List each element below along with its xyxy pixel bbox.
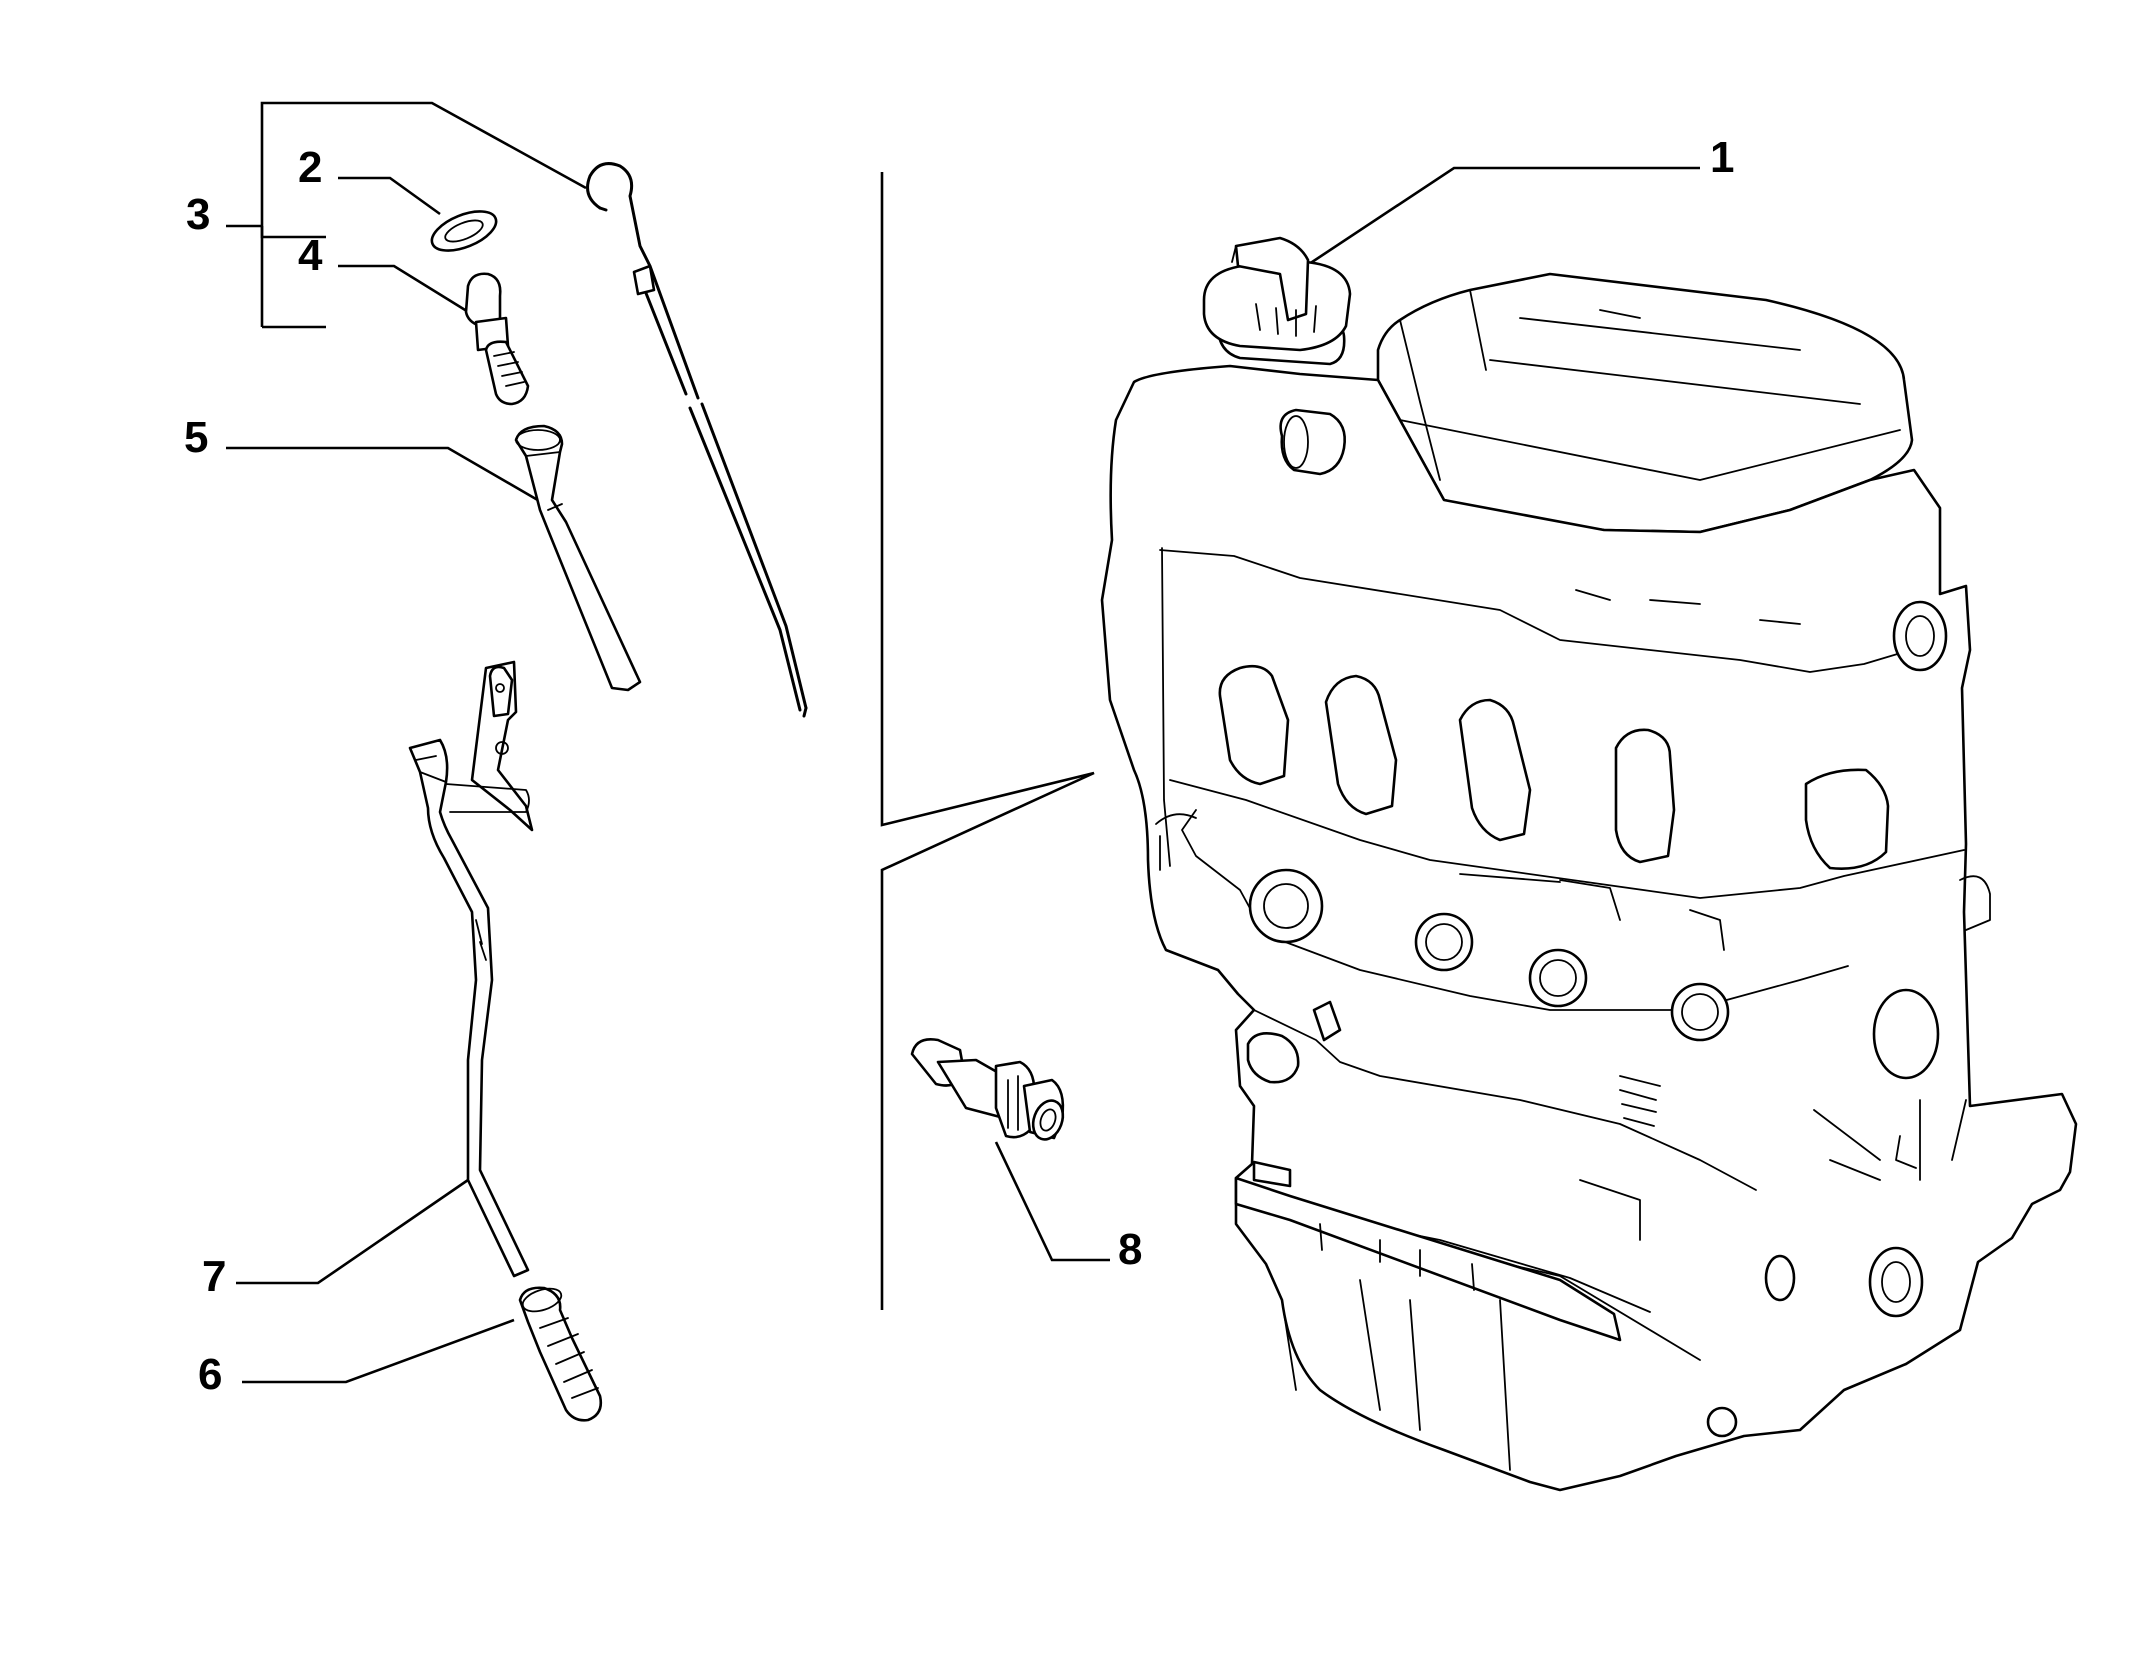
engine-block-icon — [1100, 272, 2078, 1492]
dipstick-guide-tube-icon — [514, 424, 642, 692]
callout-6: 6 — [198, 1350, 222, 1399]
callout-4: 4 — [298, 231, 323, 280]
callout-7: 7 — [202, 1252, 226, 1301]
plug-icon — [464, 272, 530, 406]
callout-2: 2 — [298, 143, 322, 192]
callout-8: 8 — [1118, 1225, 1142, 1274]
bushing-icon — [518, 1286, 603, 1422]
callout-5: 5 — [184, 413, 208, 462]
leader-lines — [226, 101, 1700, 1384]
dipstick-icon — [586, 162, 808, 718]
callout-1: 1 — [1710, 133, 1734, 182]
callout-3: 3 — [186, 190, 210, 239]
oil-filler-cap-icon — [1202, 236, 1352, 366]
oil-pressure-sensor-icon — [910, 1038, 1065, 1141]
seal-ring-icon — [430, 210, 498, 252]
oil-tube-icon — [408, 660, 534, 1278]
